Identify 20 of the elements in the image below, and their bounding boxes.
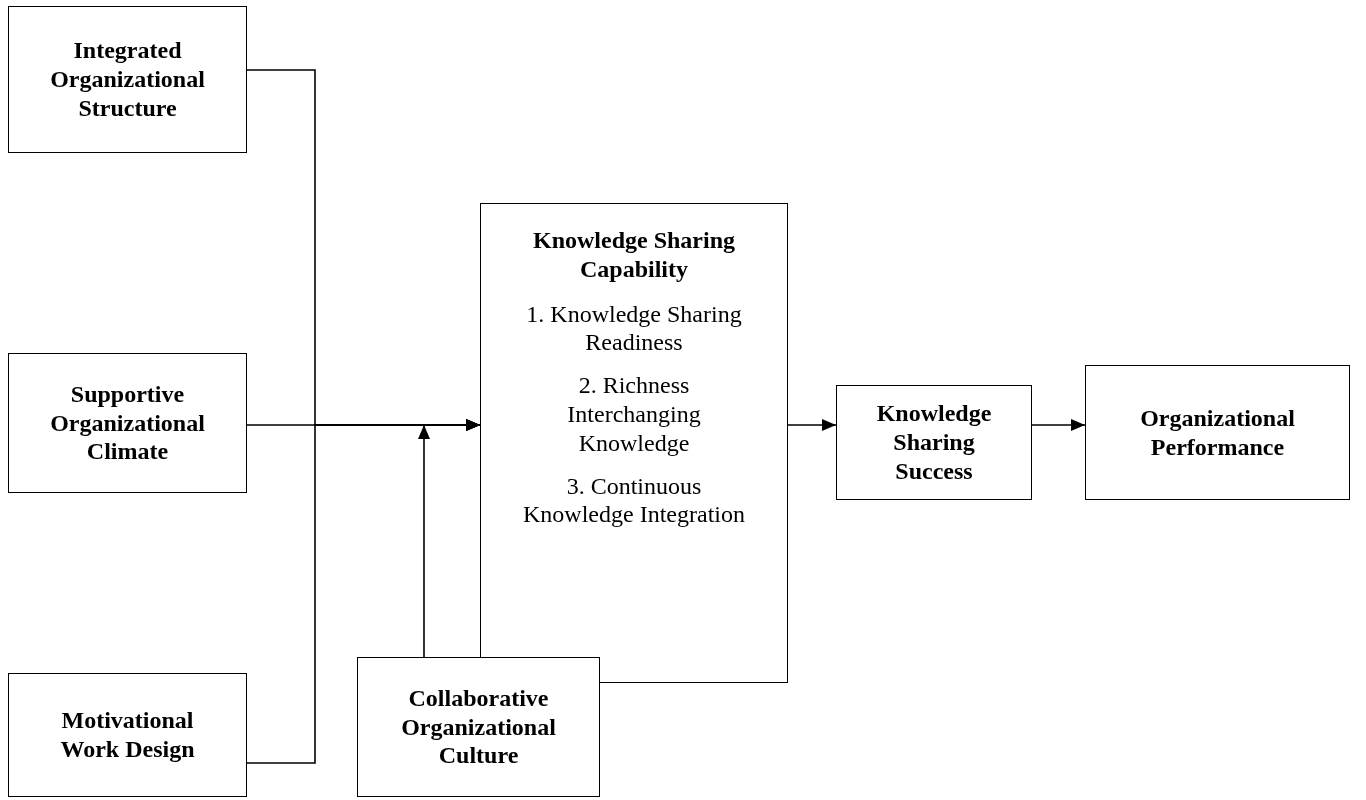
box-title: Knowledge Sharing Capability	[532, 226, 736, 284]
list-item: 1. Knowledge Sharing Readiness	[525, 299, 743, 358]
box-title: Knowledge Sharing Success	[875, 399, 993, 486]
concept-box	[480, 203, 788, 683]
concept-box	[836, 385, 1032, 500]
box-title: Integrated Organizational Structure	[49, 36, 206, 123]
concept-box	[8, 6, 247, 153]
arrow	[418, 419, 481, 658]
box-title: Collaborative Organizational Culture	[400, 683, 557, 771]
list-item: 2. Richness Interchanging Knowledge	[566, 371, 702, 458]
box-title: Supportive Organizational Climate	[49, 379, 206, 467]
concept-box	[357, 657, 600, 797]
arrow	[787, 419, 837, 431]
concept-box	[8, 353, 247, 493]
box-title: Organizational Performance	[1139, 403, 1296, 462]
concept-box	[8, 673, 247, 797]
box-title: Motivational Work Design	[59, 706, 196, 764]
arrow	[1031, 419, 1086, 431]
concept-box	[1085, 365, 1350, 500]
list-item: 3. Continuous Knowledge Integration	[522, 471, 746, 530]
